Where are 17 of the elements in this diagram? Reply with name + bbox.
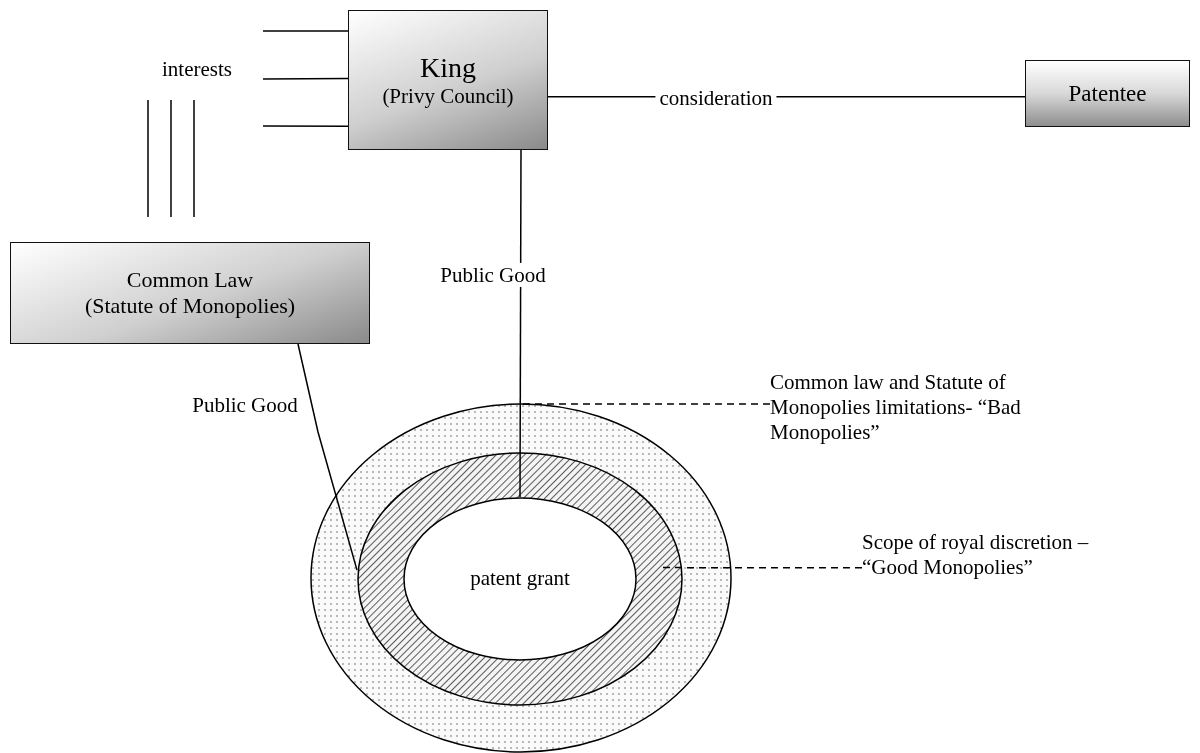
node-text: (Privy Council) xyxy=(382,84,514,110)
note-text: Scope of royal discretion – “Good Monopolies” xyxy=(862,530,1090,581)
node-text: King xyxy=(420,50,476,85)
gradient-box xyxy=(348,10,548,150)
gradient-box xyxy=(1025,60,1190,127)
connector-line xyxy=(262,77,349,80)
label-text: interests xyxy=(162,57,232,82)
connector-line xyxy=(519,149,522,498)
gradient-box xyxy=(10,242,370,344)
connector-line xyxy=(262,125,349,127)
node-text: Common Law xyxy=(126,266,254,293)
leader-line xyxy=(520,403,771,405)
connector-line xyxy=(262,30,349,32)
node-text: Patentee xyxy=(1068,79,1147,108)
node-text: patent grant xyxy=(470,566,570,592)
note-text: Common law and Statute of Monopolies limitations- “Bad Monopolies” xyxy=(770,370,1022,446)
node-text: (Statute of Monopolies) xyxy=(84,293,296,320)
